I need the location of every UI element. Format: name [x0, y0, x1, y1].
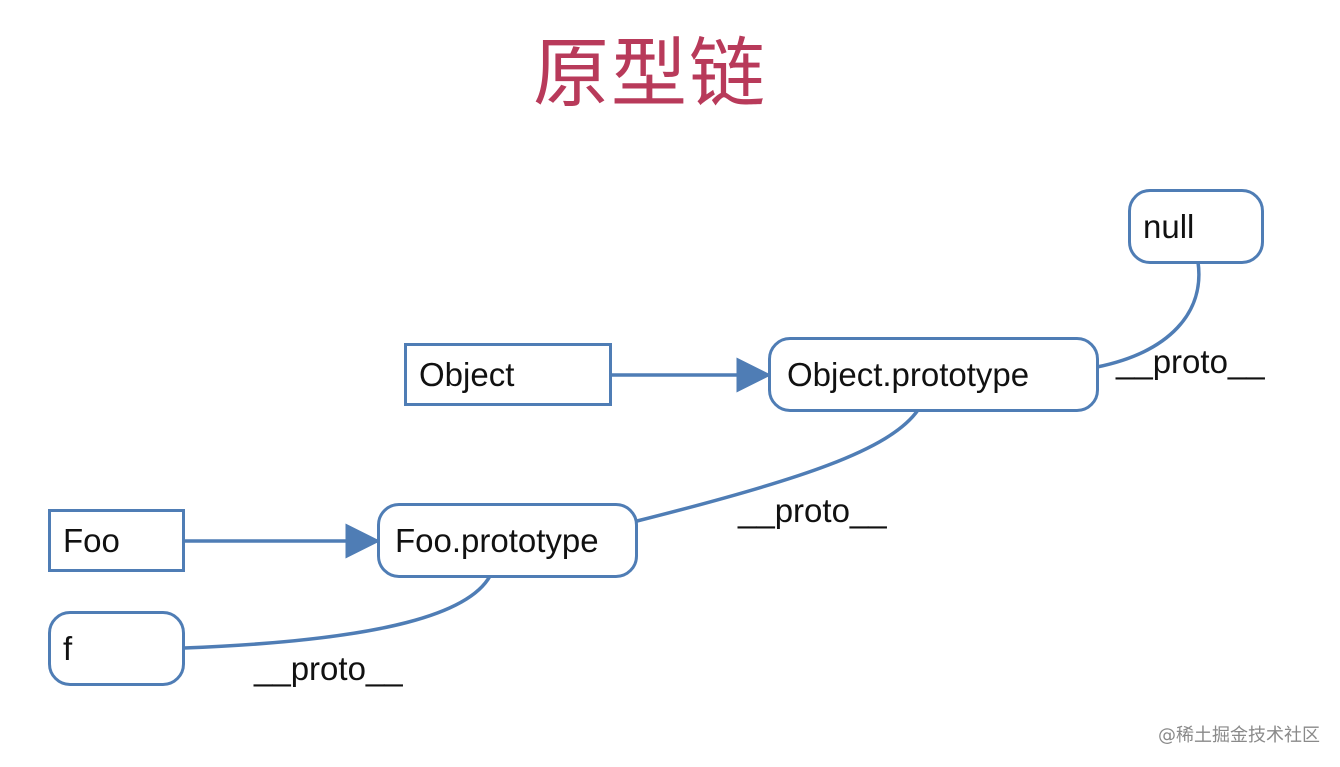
node-foo: Foo: [48, 509, 185, 572]
node-object: Object: [404, 343, 612, 406]
curve-object-prototype-to-null: [1096, 261, 1201, 369]
diagram-title: 原型链: [533, 29, 767, 118]
edge-label-f-to-foo-prototype: __proto__: [254, 650, 403, 687]
node-foo-prototype: Foo.prototype: [377, 503, 638, 578]
edge-label-foo-prototype-to-object-prototype: __proto__: [738, 492, 887, 529]
edge-label-object-prototype-to-null: __proto__: [1116, 343, 1265, 380]
watermark: @稀土掘金技术社区: [1158, 725, 1320, 746]
node-object-prototype: Object.prototype: [768, 337, 1099, 412]
curve-foo-prototype-to-object-prototype: [636, 408, 920, 523]
curve-f-to-foo-prototype: [183, 575, 492, 650]
node-null: null: [1128, 189, 1264, 264]
node-f: f: [48, 611, 185, 686]
